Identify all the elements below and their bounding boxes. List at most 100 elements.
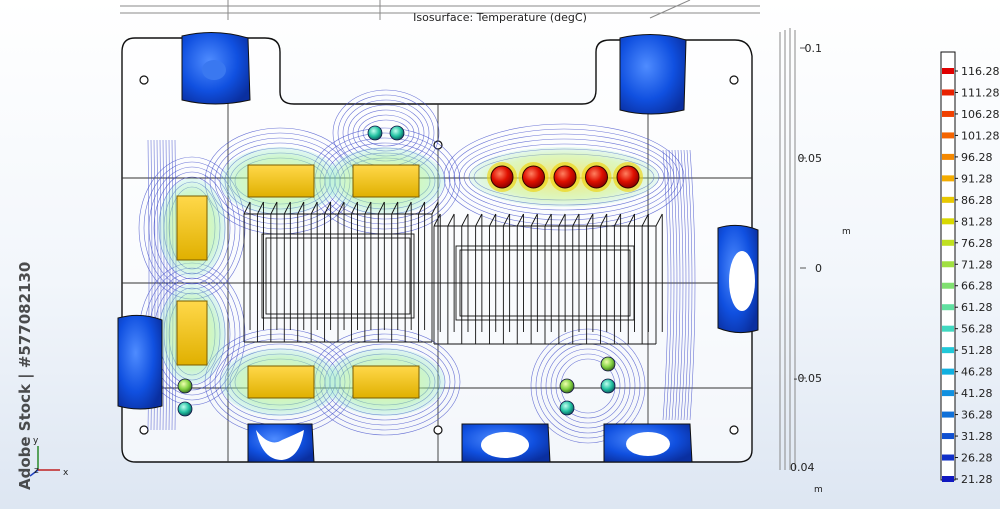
colorbar-tick-label: 106.28: [961, 108, 1000, 121]
warm-component: [352, 164, 420, 198]
isotherm-line: [168, 139, 171, 431]
colorbar-tick-label: 96.28: [961, 151, 993, 164]
colorbar-swatch: [942, 325, 954, 332]
hot-component: [522, 165, 545, 189]
colorbar-tick-label: 61.28: [961, 301, 993, 314]
isotherm-line: [555, 353, 621, 419]
hot-component: [553, 165, 577, 189]
colorbar-swatch: [942, 347, 954, 354]
isotherm-line: [686, 149, 693, 421]
hot-component: [490, 165, 514, 189]
isotherm-line: [662, 149, 669, 421]
isotherm-line: [535, 333, 641, 439]
cool-component: [177, 401, 193, 417]
colorbar-swatch: [942, 175, 954, 182]
colorbar-tick-label: 26.28: [961, 452, 993, 465]
triad-label-z: z: [34, 466, 39, 476]
y-axis-tick-label: 0: [815, 262, 822, 275]
isotherm-line: [677, 149, 684, 421]
colorbar-tick-label: 101.28: [961, 129, 1000, 142]
cool-blob-bottom-1: [247, 423, 315, 463]
isotherm-line: [174, 139, 177, 431]
isotherm-line: [458, 138, 670, 216]
warm-component: [176, 300, 208, 366]
plot-title: Isosurface: Temperature (degC): [413, 11, 587, 24]
colorbar-swatch: [942, 454, 954, 461]
colorbar-swatch: [942, 89, 954, 96]
hot-component: [616, 165, 640, 189]
color-legend: 116.28 111.28 106.28 101.28 96.28 91.28 86.28 8…: [940, 51, 1000, 486]
cool-component: [600, 378, 616, 394]
isotherm-line: [540, 338, 636, 434]
colorbar-tick-label: 81.28: [961, 215, 993, 228]
colorbar-swatch: [942, 433, 954, 440]
warm-component: [247, 164, 315, 198]
isotherm-line: [674, 149, 681, 421]
colorbar-swatch: [942, 132, 954, 139]
cool-isosurfaces: [117, 31, 759, 463]
colorbar-swatch: [942, 476, 954, 482]
isotherm-line: [665, 149, 672, 421]
cool-component: [389, 125, 405, 141]
colorbar-swatch: [942, 390, 954, 397]
colorbar-swatch: [942, 196, 954, 203]
colorbar-tick-label: 111.28: [961, 86, 1000, 99]
colorbar-swatch: [942, 411, 954, 418]
colorbar-swatch: [942, 368, 954, 375]
isotherm-line: [448, 128, 680, 226]
colorbar-tick-label: 76.28: [961, 237, 993, 250]
colorbar-tick-label: 21.28: [961, 473, 993, 486]
isotherm-line: [683, 149, 690, 421]
colorbar-tick-label: 66.28: [961, 280, 993, 293]
y-axis-tick-label: 0.05: [798, 152, 823, 165]
isotherm-line: [165, 139, 168, 431]
heat-sink: [243, 201, 439, 343]
heat-sinks: [243, 201, 663, 345]
cool-blob-top-left: [181, 31, 251, 105]
cool-blob-bottom-2: [461, 423, 551, 463]
cool-component: [559, 378, 575, 394]
colorbar-swatch: [942, 239, 954, 246]
isotherm-line: [671, 149, 678, 421]
colorbar-tick-label: 116.28: [961, 65, 1000, 78]
z-axis-tick: 0.04: [790, 461, 815, 474]
isotherm-line: [362, 119, 410, 147]
colorbar-tick-label: 56.28: [961, 323, 993, 336]
warm-component: [176, 195, 208, 261]
thermal-glows: [158, 147, 659, 416]
isotherm-line: [680, 149, 687, 421]
colorbar-tick-label: 91.28: [961, 172, 993, 185]
colorbar-swatch: [942, 304, 954, 311]
heat-sink: [433, 213, 663, 345]
warm-component: [352, 365, 420, 399]
colorbar-tick-label: 51.28: [961, 344, 993, 357]
y-axis-unit: m: [842, 227, 851, 237]
y-axis-tick-label: -0.05: [794, 372, 822, 385]
colorbar-tick-label: 46.28: [961, 366, 993, 379]
colorbar-tick-label: 86.28: [961, 194, 993, 207]
cool-small-components: [177, 125, 616, 417]
cool-component: [600, 356, 616, 372]
colorbar-swatch: [942, 68, 954, 74]
colorbar-swatch: [942, 282, 954, 289]
perspective-lines: [120, 0, 796, 470]
axis-triad: y z x: [29, 436, 69, 478]
cool-blob-top-right: [619, 33, 687, 115]
colorbar-tick-label: 71.28: [961, 258, 993, 271]
isotherm-line: [550, 348, 626, 424]
colorbar-swatch: [942, 110, 954, 117]
colorbar-tick-label: 31.28: [961, 430, 993, 443]
warm-components: [176, 164, 420, 399]
watermark: Adobe Stock | #577082130: [16, 262, 35, 490]
triad-label-y: y: [33, 436, 39, 446]
isotherm-line: [463, 143, 665, 211]
warm-component: [247, 365, 315, 399]
isotherm-line: [171, 139, 174, 431]
isotherm-line: [530, 328, 646, 444]
y-axis: 0.10.050-0.05: [794, 42, 822, 385]
triad-label-x: x: [63, 468, 69, 478]
cool-blob-bottom-3: [603, 423, 693, 463]
hot-component: [585, 165, 608, 189]
